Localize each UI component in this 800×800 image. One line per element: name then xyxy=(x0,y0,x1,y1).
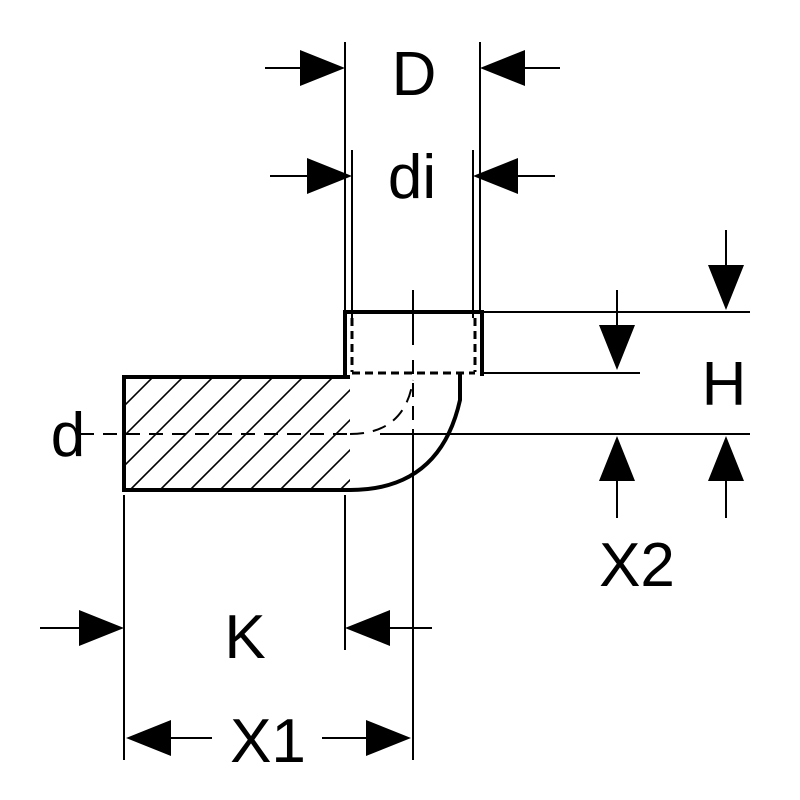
label-X1: X1 xyxy=(230,707,306,776)
dim-D-arrow-right xyxy=(480,50,525,86)
dim-X2-arrow-left xyxy=(599,436,635,481)
dim-X1-arrow-left xyxy=(126,720,171,756)
label-K: K xyxy=(224,603,265,672)
dim-X2-arrow-right xyxy=(708,436,744,481)
dim-K-arrow-left xyxy=(79,610,124,646)
dim-H-arrow-top xyxy=(708,265,744,310)
bend-centerline xyxy=(349,379,414,435)
label-D: D xyxy=(392,40,437,109)
pipe-outline xyxy=(122,373,462,492)
dim-di-arrow-left xyxy=(307,158,352,194)
label-di: di xyxy=(388,143,436,212)
dim-X1-arrow-right xyxy=(366,720,411,756)
dim-K-arrow-right xyxy=(345,610,390,646)
dim-D-arrow-left xyxy=(300,50,345,86)
label-H: H xyxy=(702,350,747,419)
label-X2: X2 xyxy=(599,531,675,600)
dim-di-arrow-right xyxy=(473,158,518,194)
dim-H-arrow-mid xyxy=(599,325,635,370)
label-d: d xyxy=(51,401,85,470)
